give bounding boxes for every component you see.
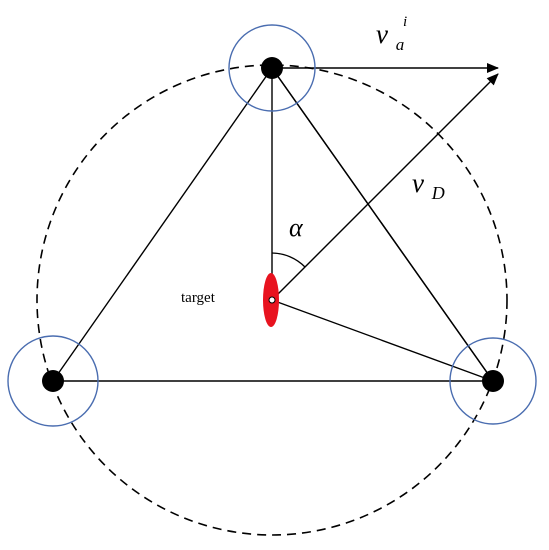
agent-right <box>482 370 504 392</box>
arrow-velocity-vd <box>271 73 499 301</box>
target-label: target <box>181 290 216 306</box>
edge-top-left <box>52 67 273 382</box>
velocity-vd-base: v <box>412 168 424 198</box>
velocity-vd-sub: D <box>431 183 445 203</box>
velocity-vai-base: v <box>376 19 388 49</box>
dashed-circle <box>36 64 508 536</box>
target-center <box>268 296 276 304</box>
edge-target-right <box>271 299 494 382</box>
agent-ring-left <box>7 335 99 427</box>
agent-top <box>261 57 283 79</box>
alpha-label: α <box>289 213 304 242</box>
agent-left <box>42 370 64 392</box>
agent-ring-top <box>228 24 316 112</box>
velocity-vd-label: v D <box>412 168 445 203</box>
agent-ring-right <box>449 337 537 425</box>
alpha-arc <box>271 252 306 268</box>
velocity-vai-sub: a <box>396 35 405 54</box>
edge-top-right-inner <box>271 67 494 382</box>
velocity-vai-sup: i <box>403 14 407 30</box>
velocity-vai-label: v a i <box>376 14 411 56</box>
